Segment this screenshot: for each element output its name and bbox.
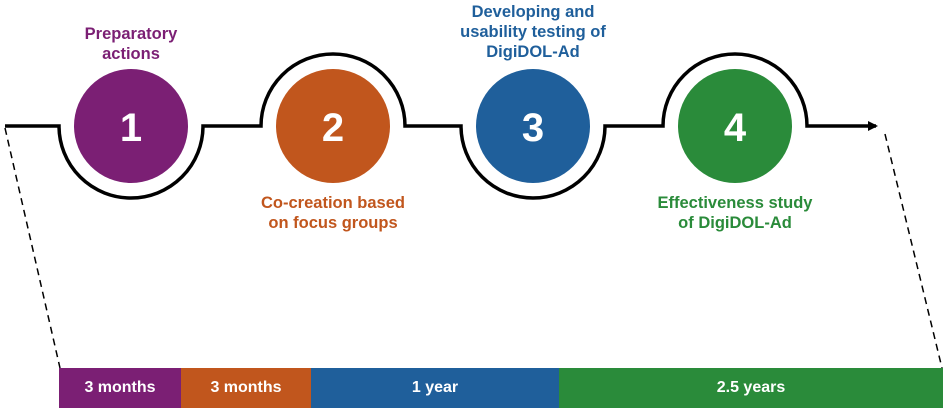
timeline-segment-3: 1 year <box>311 368 559 408</box>
step-2-caption: Co-creation based on focus groups <box>238 193 428 233</box>
right-bracket-line <box>884 133 943 369</box>
step-1-caption-line: Preparatory <box>84 25 178 43</box>
timeline-segment-4: 2.5 years <box>559 368 943 408</box>
step-3-caption: Developing and usability testing of Digi… <box>448 2 618 62</box>
step-2-node: 2 <box>276 69 390 183</box>
step-2-caption-line: on focus groups <box>268 214 398 232</box>
step-1-caption-line: actions <box>102 45 160 63</box>
step-4-caption-line: Effectiveness study <box>657 194 813 212</box>
step-3-caption-line: DigiDOL-Ad <box>486 43 580 61</box>
step-1-number: 1 <box>120 106 142 150</box>
step-3-node: 3 <box>476 69 590 183</box>
step-3-caption-line: usability testing of <box>460 23 606 41</box>
step-2-number: 2 <box>322 106 344 150</box>
step-4-caption: Effectiveness study of DigiDOL-Ad <box>635 193 835 233</box>
step-2-caption-line: Co-creation based <box>261 194 405 212</box>
step-4-node: 4 <box>678 69 792 183</box>
left-bracket-line <box>4 127 61 369</box>
timeline-segment-2: 3 months <box>181 368 311 408</box>
step-2-circle <box>276 69 390 183</box>
step-1-caption: Preparatory actions <box>56 24 206 64</box>
process-path <box>5 52 878 200</box>
step-3-caption-line: Developing and <box>471 3 595 21</box>
step-4-circle <box>678 69 792 183</box>
step-1-circle <box>74 69 188 183</box>
timeline-segment-1: 3 months <box>59 368 181 408</box>
step-4-caption-line: of DigiDOL-Ad <box>678 214 792 232</box>
step-3-circle <box>476 69 590 183</box>
step-1-node: 1 <box>74 69 188 183</box>
step-4-number: 4 <box>724 106 747 150</box>
step-3-number: 3 <box>522 106 544 150</box>
